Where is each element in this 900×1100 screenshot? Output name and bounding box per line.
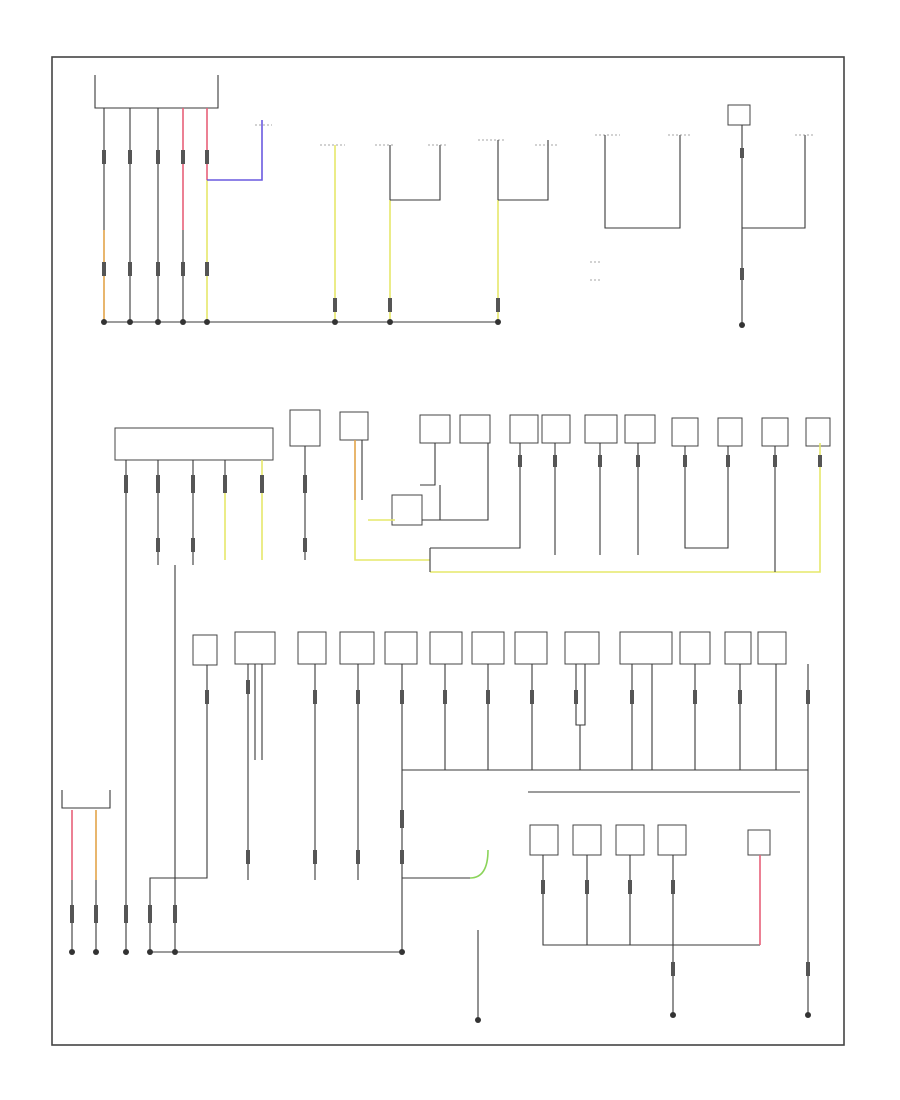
lower-left-ground-block	[61, 565, 402, 955]
lower-section	[61, 565, 811, 1023]
middle-section	[114, 409, 831, 952]
lower-right-cluster	[528, 770, 811, 1018]
diagram-frame	[51, 56, 845, 1046]
ground-nodes-top	[101, 319, 501, 325]
top-section	[94, 75, 815, 328]
fuse-feed-wires	[103, 108, 208, 322]
lower-component-boxes	[192, 631, 787, 666]
lower-drops	[149, 664, 810, 952]
middle-left-drops	[124, 446, 307, 952]
fuse-box-outline	[94, 75, 219, 109]
middle-center-harness	[354, 440, 822, 573]
connector-marks-top	[102, 150, 209, 276]
top-component-stubs	[255, 124, 558, 322]
right-top-cluster	[590, 104, 815, 328]
middle-component-boxes	[114, 409, 831, 526]
center-ground-lead	[399, 810, 489, 1023]
purple-branch-wire	[207, 120, 263, 181]
